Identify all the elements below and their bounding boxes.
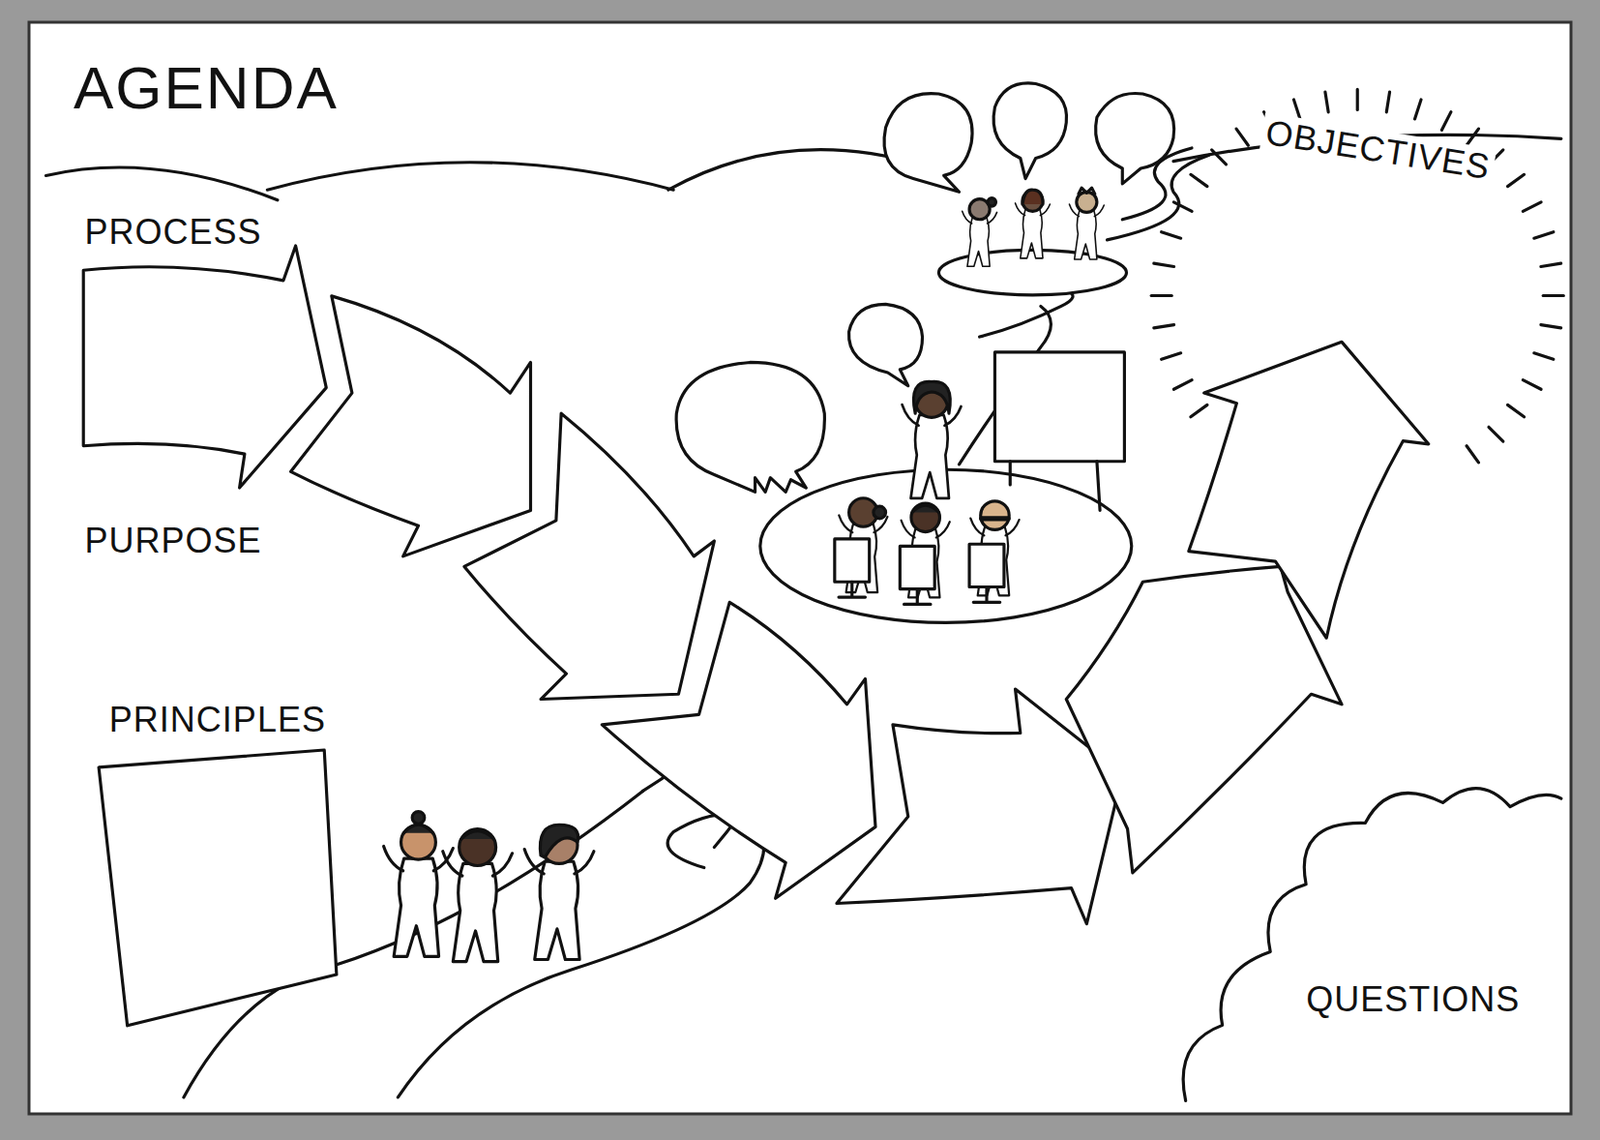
process-arrow (601, 601, 876, 898)
speech-bubble (848, 303, 922, 386)
section-label: PURPOSE (85, 520, 263, 562)
process-box: PROCESS (79, 208, 335, 495)
process-arrow (464, 413, 714, 699)
objectives-burst: OBJECTIVES (1148, 81, 1572, 510)
hill-line (45, 167, 277, 201)
heading-text: QUESTIONS (1305, 979, 1520, 1019)
presenter (902, 381, 962, 499)
process-arrow (291, 296, 532, 557)
principles-box-outline (96, 693, 342, 1031)
road-edge (979, 291, 1073, 337)
speech-bubble (1096, 92, 1175, 183)
process-box-outline (79, 208, 335, 495)
hill-line (266, 162, 674, 190)
process-arrow (1066, 565, 1342, 872)
heading-text: PRINCIPLES (109, 700, 326, 740)
flipchart-legs (1009, 461, 1100, 511)
heading-text: OBJECTIVES (1259, 112, 1497, 187)
principles-box: PRINCIPLES (96, 693, 342, 1031)
frame (29, 22, 1571, 1114)
discussing-people (962, 187, 1105, 267)
speech-bubble (676, 361, 825, 492)
process-arrow (1188, 341, 1429, 638)
walking-people (384, 811, 594, 962)
page-title: AGENDA (73, 53, 339, 122)
heading-text: PROCESS (85, 212, 263, 252)
top-platform (938, 249, 1126, 295)
flipchart (994, 352, 1125, 462)
seated-people (834, 498, 1020, 605)
questions-cloud-outline (1173, 775, 1564, 1105)
speech-bubble (884, 93, 973, 193)
questions-cloud: QUESTIONS (1173, 775, 1564, 1105)
road-edge (397, 813, 765, 1097)
speech-bubble (993, 83, 1067, 179)
